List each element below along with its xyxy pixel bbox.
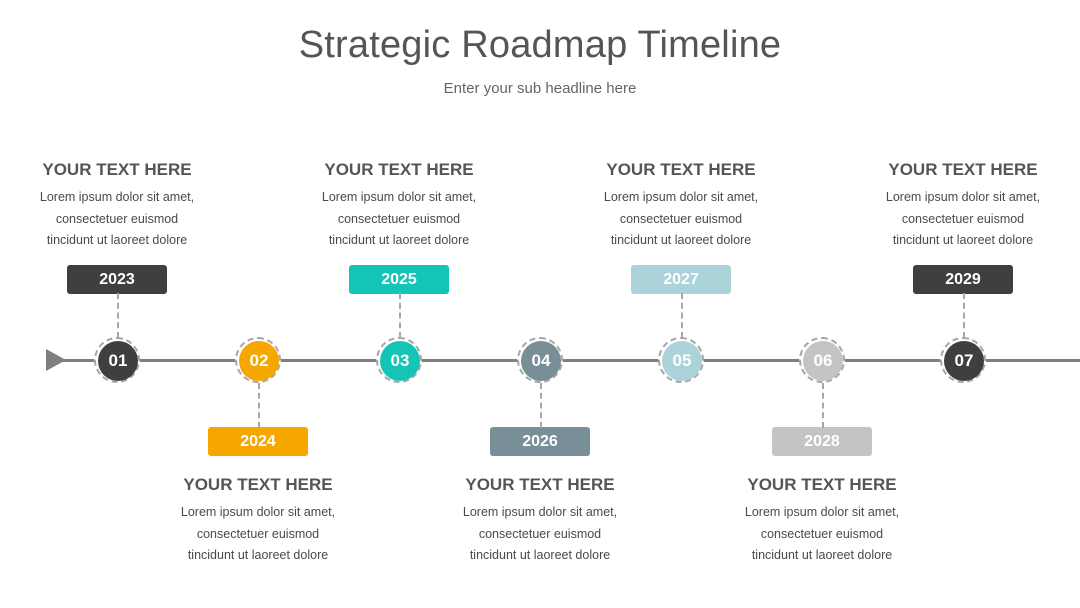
description-line: Lorem ipsum dolor sit amet, [744,505,900,519]
description-line: consectetuer euismod [55,211,179,226]
description-line: consectetuer euismod [196,526,320,541]
milestone-heading: YOUR TEXT HERE [42,160,192,179]
dashed-connector [963,293,965,338]
description-line: tincidunt ut laoreet dolore [892,233,1034,247]
milestone-description: Lorem ipsum dolor sit amet, consectetuer… [712,502,932,567]
dashed-connector [399,293,401,338]
description-line: tincidunt ut laoreet dolore [328,233,470,247]
description-line: consectetuer euismod [478,526,602,541]
page-title: Strategic Roadmap Timeline [298,24,782,66]
year-badge: 2028 [772,427,872,456]
year-badge: 2023 [67,265,167,294]
milestone-number-marker: 01 [98,341,138,381]
description-line: consectetuer euismod [760,526,884,541]
milestone-number-marker: 02 [239,341,279,381]
milestone-description: Lorem ipsum dolor sit amet, consectetuer… [571,187,791,252]
description-line: Lorem ipsum dolor sit amet, [462,505,618,519]
milestone-number-marker: 04 [521,341,561,381]
dashed-connector [117,293,119,338]
dashed-connector [540,383,542,428]
milestone-number-marker: 06 [803,341,843,381]
milestone-heading: YOUR TEXT HERE [465,475,615,494]
year-badge: 2024 [208,427,308,456]
year-badge: 2026 [490,427,590,456]
description-line: Lorem ipsum dolor sit amet, [885,190,1041,204]
description-line: tincidunt ut laoreet dolore [751,548,893,562]
description-line: Lorem ipsum dolor sit amet, [180,505,336,519]
milestone-description: Lorem ipsum dolor sit amet, consectetuer… [148,502,368,567]
description-line: tincidunt ut laoreet dolore [610,233,752,247]
milestone-heading: YOUR TEXT HERE [183,475,333,494]
timeline-start-arrow-icon [46,349,66,371]
description-line: consectetuer euismod [337,211,461,226]
description-line: Lorem ipsum dolor sit amet, [39,190,195,204]
description-line: consectetuer euismod [619,211,743,226]
milestone-description: Lorem ipsum dolor sit amet, consectetuer… [7,187,227,252]
description-line: Lorem ipsum dolor sit amet, [321,190,477,204]
milestone-heading: YOUR TEXT HERE [747,475,897,494]
description-line: Lorem ipsum dolor sit amet, [603,190,759,204]
milestone-number-marker: 03 [380,341,420,381]
milestone-description: Lorem ipsum dolor sit amet, consectetuer… [853,187,1073,252]
description-line: tincidunt ut laoreet dolore [187,548,329,562]
dashed-connector [681,293,683,338]
milestone-heading: YOUR TEXT HERE [324,160,474,179]
milestone-description: Lorem ipsum dolor sit amet, consectetuer… [289,187,509,252]
dashed-connector [258,383,260,428]
milestone-number-marker: 05 [662,341,702,381]
description-line: tincidunt ut laoreet dolore [469,548,611,562]
year-badge: 2025 [349,265,449,294]
milestone-heading: YOUR TEXT HERE [606,160,756,179]
page-subtitle: Enter your sub headline here [443,80,637,97]
description-line: consectetuer euismod [901,211,1025,226]
year-badge: 2027 [631,265,731,294]
description-line: tincidunt ut laoreet dolore [46,233,188,247]
dashed-connector [822,383,824,428]
timeline-axis [60,359,1080,362]
year-badge: 2029 [913,265,1013,294]
milestone-number-marker: 07 [944,341,984,381]
milestone-description: Lorem ipsum dolor sit amet, consectetuer… [430,502,650,567]
milestone-heading: YOUR TEXT HERE [888,160,1038,179]
